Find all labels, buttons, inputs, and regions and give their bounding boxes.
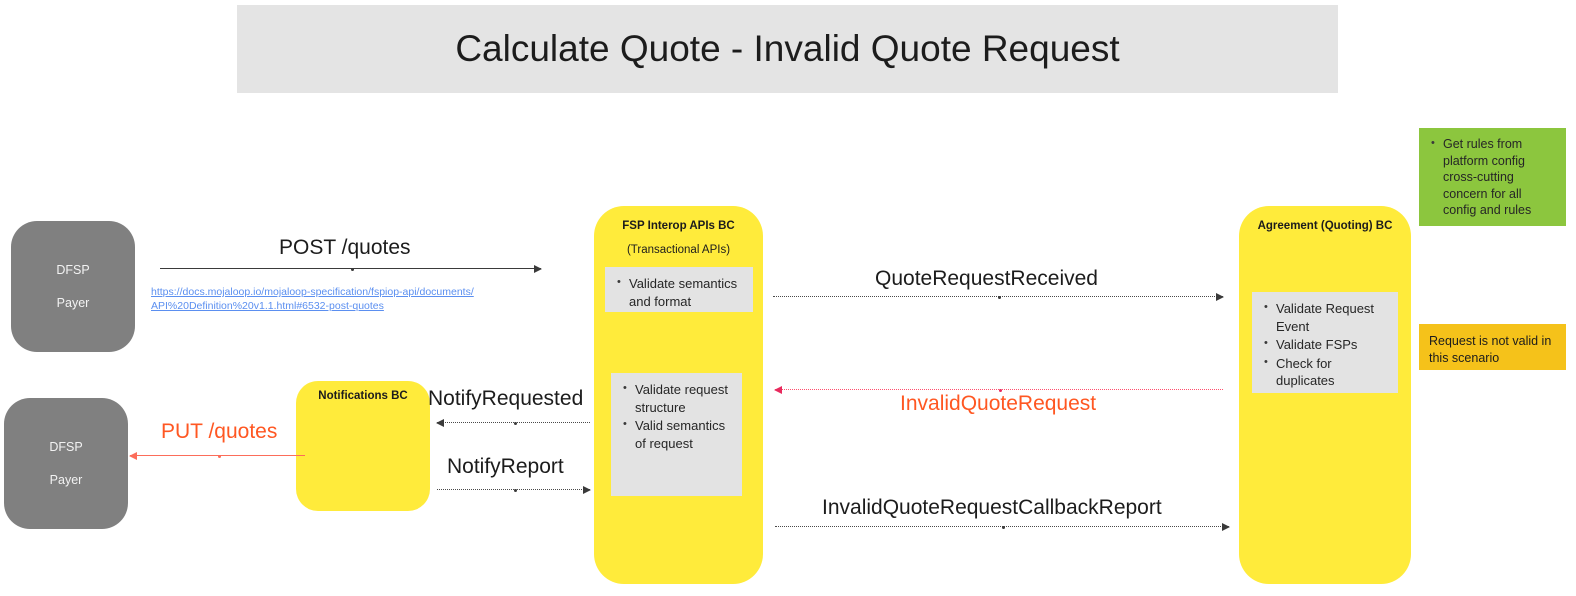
arrow-midpoint-dot [1002, 525, 1005, 529]
note-invalid-scenario-text: Request is not valid in this scenario [1429, 334, 1552, 365]
arrow-invalid-quote-request-callback-report [775, 523, 1230, 531]
arrow-notify-requested [436, 419, 590, 427]
note-item: Validate request structure [623, 380, 732, 416]
lane-fsp-interop-apis-bc-subtitle: (Transactional APIs) [626, 244, 731, 256]
arrowhead-right-icon [1216, 293, 1224, 301]
lane-dfsp-payer-top-line2: Payer [56, 295, 90, 310]
lane-dfsp-payer-bottom-line2: Payer [49, 472, 83, 487]
arrow-midpoint-dot [999, 388, 1002, 392]
lane-fsp-interop-apis-bc-title: FSP Interop APIs BC [622, 220, 735, 232]
note-platform-config: Get rules from platform config cross-cut… [1419, 128, 1566, 226]
arrow-put-quotes [129, 452, 305, 460]
arrow-quote-request-received [773, 293, 1224, 301]
link-post-quotes-spec[interactable]: https://docs.mojaloop.io/mojaloop-specif… [151, 286, 474, 312]
lane-dfsp-payer-top: DFSP Payer [11, 221, 135, 352]
arrowhead-left-icon [129, 452, 137, 460]
note-item: Check for duplicates [1264, 354, 1388, 390]
flow-label-notify-report: NotifyReport [447, 455, 564, 478]
lane-agreement-quoting-bc: Agreement (Quoting) BC [1239, 206, 1411, 584]
lane-notifications-bc-title: Notifications BC [318, 390, 408, 402]
note-item: Validate semantics and format [617, 274, 743, 310]
arrowhead-left-icon [774, 386, 782, 394]
arrow-midpoint-dot [350, 267, 354, 271]
arrowhead-left-icon [436, 419, 444, 427]
flow-label-invalid-quote-request-callback-report: InvalidQuoteRequestCallbackReport [822, 496, 1162, 519]
flow-label-post-quotes: POST /quotes [279, 236, 411, 259]
lane-dfsp-payer-bottom: DFSP Payer [4, 398, 128, 529]
arrow-midpoint-dot [513, 421, 517, 425]
lane-dfsp-payer-bottom-line1: DFSP [49, 440, 83, 454]
flow-label-put-quotes: PUT /quotes [161, 420, 278, 443]
note-item: Validate FSPs [1264, 335, 1388, 354]
lane-agreement-quoting-bc-title: Agreement (Quoting) BC [1257, 220, 1393, 232]
note-item: Valid semantics of request [623, 416, 732, 452]
lane-notifications-bc: Notifications BC [296, 381, 430, 511]
note-agreement-validate: Validate Request Event Validate FSPs Che… [1252, 292, 1398, 393]
arrowhead-right-icon [1222, 523, 1230, 531]
flow-label-notify-requested: NotifyRequested [428, 387, 584, 410]
flow-label-quote-request-received: QuoteRequestReceived [875, 267, 1098, 290]
arrow-notify-report [437, 486, 591, 494]
page-title: Calculate Quote - Invalid Quote Request [455, 28, 1120, 69]
diagram-title-bar: Calculate Quote - Invalid Quote Request [237, 5, 1338, 93]
flow-label-invalid-quote-request: InvalidQuoteRequest [900, 392, 1097, 415]
note-validate-semantics: Validate semantics and format [605, 267, 753, 312]
lane-dfsp-payer-top-line1: DFSP [56, 263, 90, 277]
arrow-midpoint-dot [998, 295, 1001, 299]
arrow-midpoint-dot [513, 488, 517, 492]
note-validate-request: Validate request structure Valid semanti… [611, 373, 742, 496]
arrowhead-right-icon [583, 486, 591, 494]
arrow-post-quotes [160, 265, 542, 273]
arrowhead-right-icon [534, 265, 542, 273]
note-item: Get rules from platform config cross-cut… [1431, 135, 1556, 219]
arrow-midpoint-dot [217, 454, 221, 458]
arrow-invalid-quote-request [774, 386, 1223, 394]
note-invalid-scenario: Request is not valid in this scenario [1419, 324, 1566, 370]
note-item: Validate Request Event [1264, 299, 1388, 335]
